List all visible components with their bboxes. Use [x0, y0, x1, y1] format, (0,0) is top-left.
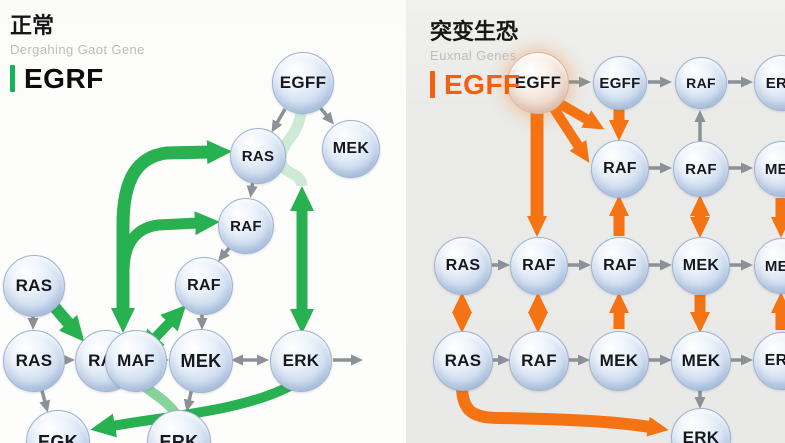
mutant-gene-label: EGFF	[444, 68, 521, 100]
node-egff: EGFF	[507, 52, 569, 114]
node-raf: RAF	[218, 198, 274, 254]
normal-subtitle: Dergahing Gaot Gene	[10, 41, 145, 57]
node-maf: MAF	[105, 330, 167, 392]
arrow-maf-raf2-both	[138, 305, 187, 355]
mutant-title: 突变生恐	[430, 19, 519, 44]
arrow-egff-to-ras	[271, 108, 287, 133]
mutant-subtitle: Euxnal Genes	[430, 47, 517, 63]
node-raf: RAF	[175, 257, 233, 315]
node-mek: MEK	[589, 331, 649, 391]
normal-gene-label: EGRF	[24, 62, 104, 94]
node-raf: RAF	[675, 57, 727, 109]
node-egff: EGFF	[593, 56, 647, 110]
node-raf: RAF	[591, 237, 649, 295]
node-egff: EGFF	[272, 52, 334, 114]
mutant-accent-bar	[430, 71, 435, 98]
node-erk: ERK	[270, 330, 332, 392]
node-mek: MEK	[169, 329, 233, 393]
node-raf: RAF	[673, 141, 729, 197]
node-mek: MEK	[322, 120, 380, 178]
node-raf: RAF	[510, 237, 568, 295]
arrow-maf-raf-feedback	[118, 211, 220, 273]
arrow-ras4-bypass-to-erk5	[456, 385, 669, 437]
normal-header: 正常 Dergahing Gaot Gene EGRF	[10, 12, 145, 93]
arrow-egffA-diag-2	[546, 101, 590, 163]
node-ras: RAS	[3, 330, 65, 392]
normal-accent-bar	[10, 65, 15, 92]
node-mek: MEK	[672, 237, 730, 295]
arrow-maf-ras-feedback	[111, 140, 232, 333]
node-ras: RAS	[433, 331, 493, 391]
node-ras: RAS	[434, 237, 492, 295]
node-ras: RAS	[230, 128, 286, 184]
node-raf: RAF	[591, 140, 649, 198]
normal-gene-row: EGRF	[10, 62, 145, 94]
normal-title: 正常	[10, 13, 55, 38]
mutant-gene-row: EGFF	[430, 68, 521, 100]
mutant-header: 突变生恐 Euxnal Genes EGFF	[430, 18, 521, 99]
node-raf: RAF	[509, 331, 569, 391]
node-mek: MEK	[671, 331, 731, 391]
node-ras: RAS	[3, 255, 65, 317]
arrow-erk2-to-egk	[90, 381, 293, 438]
